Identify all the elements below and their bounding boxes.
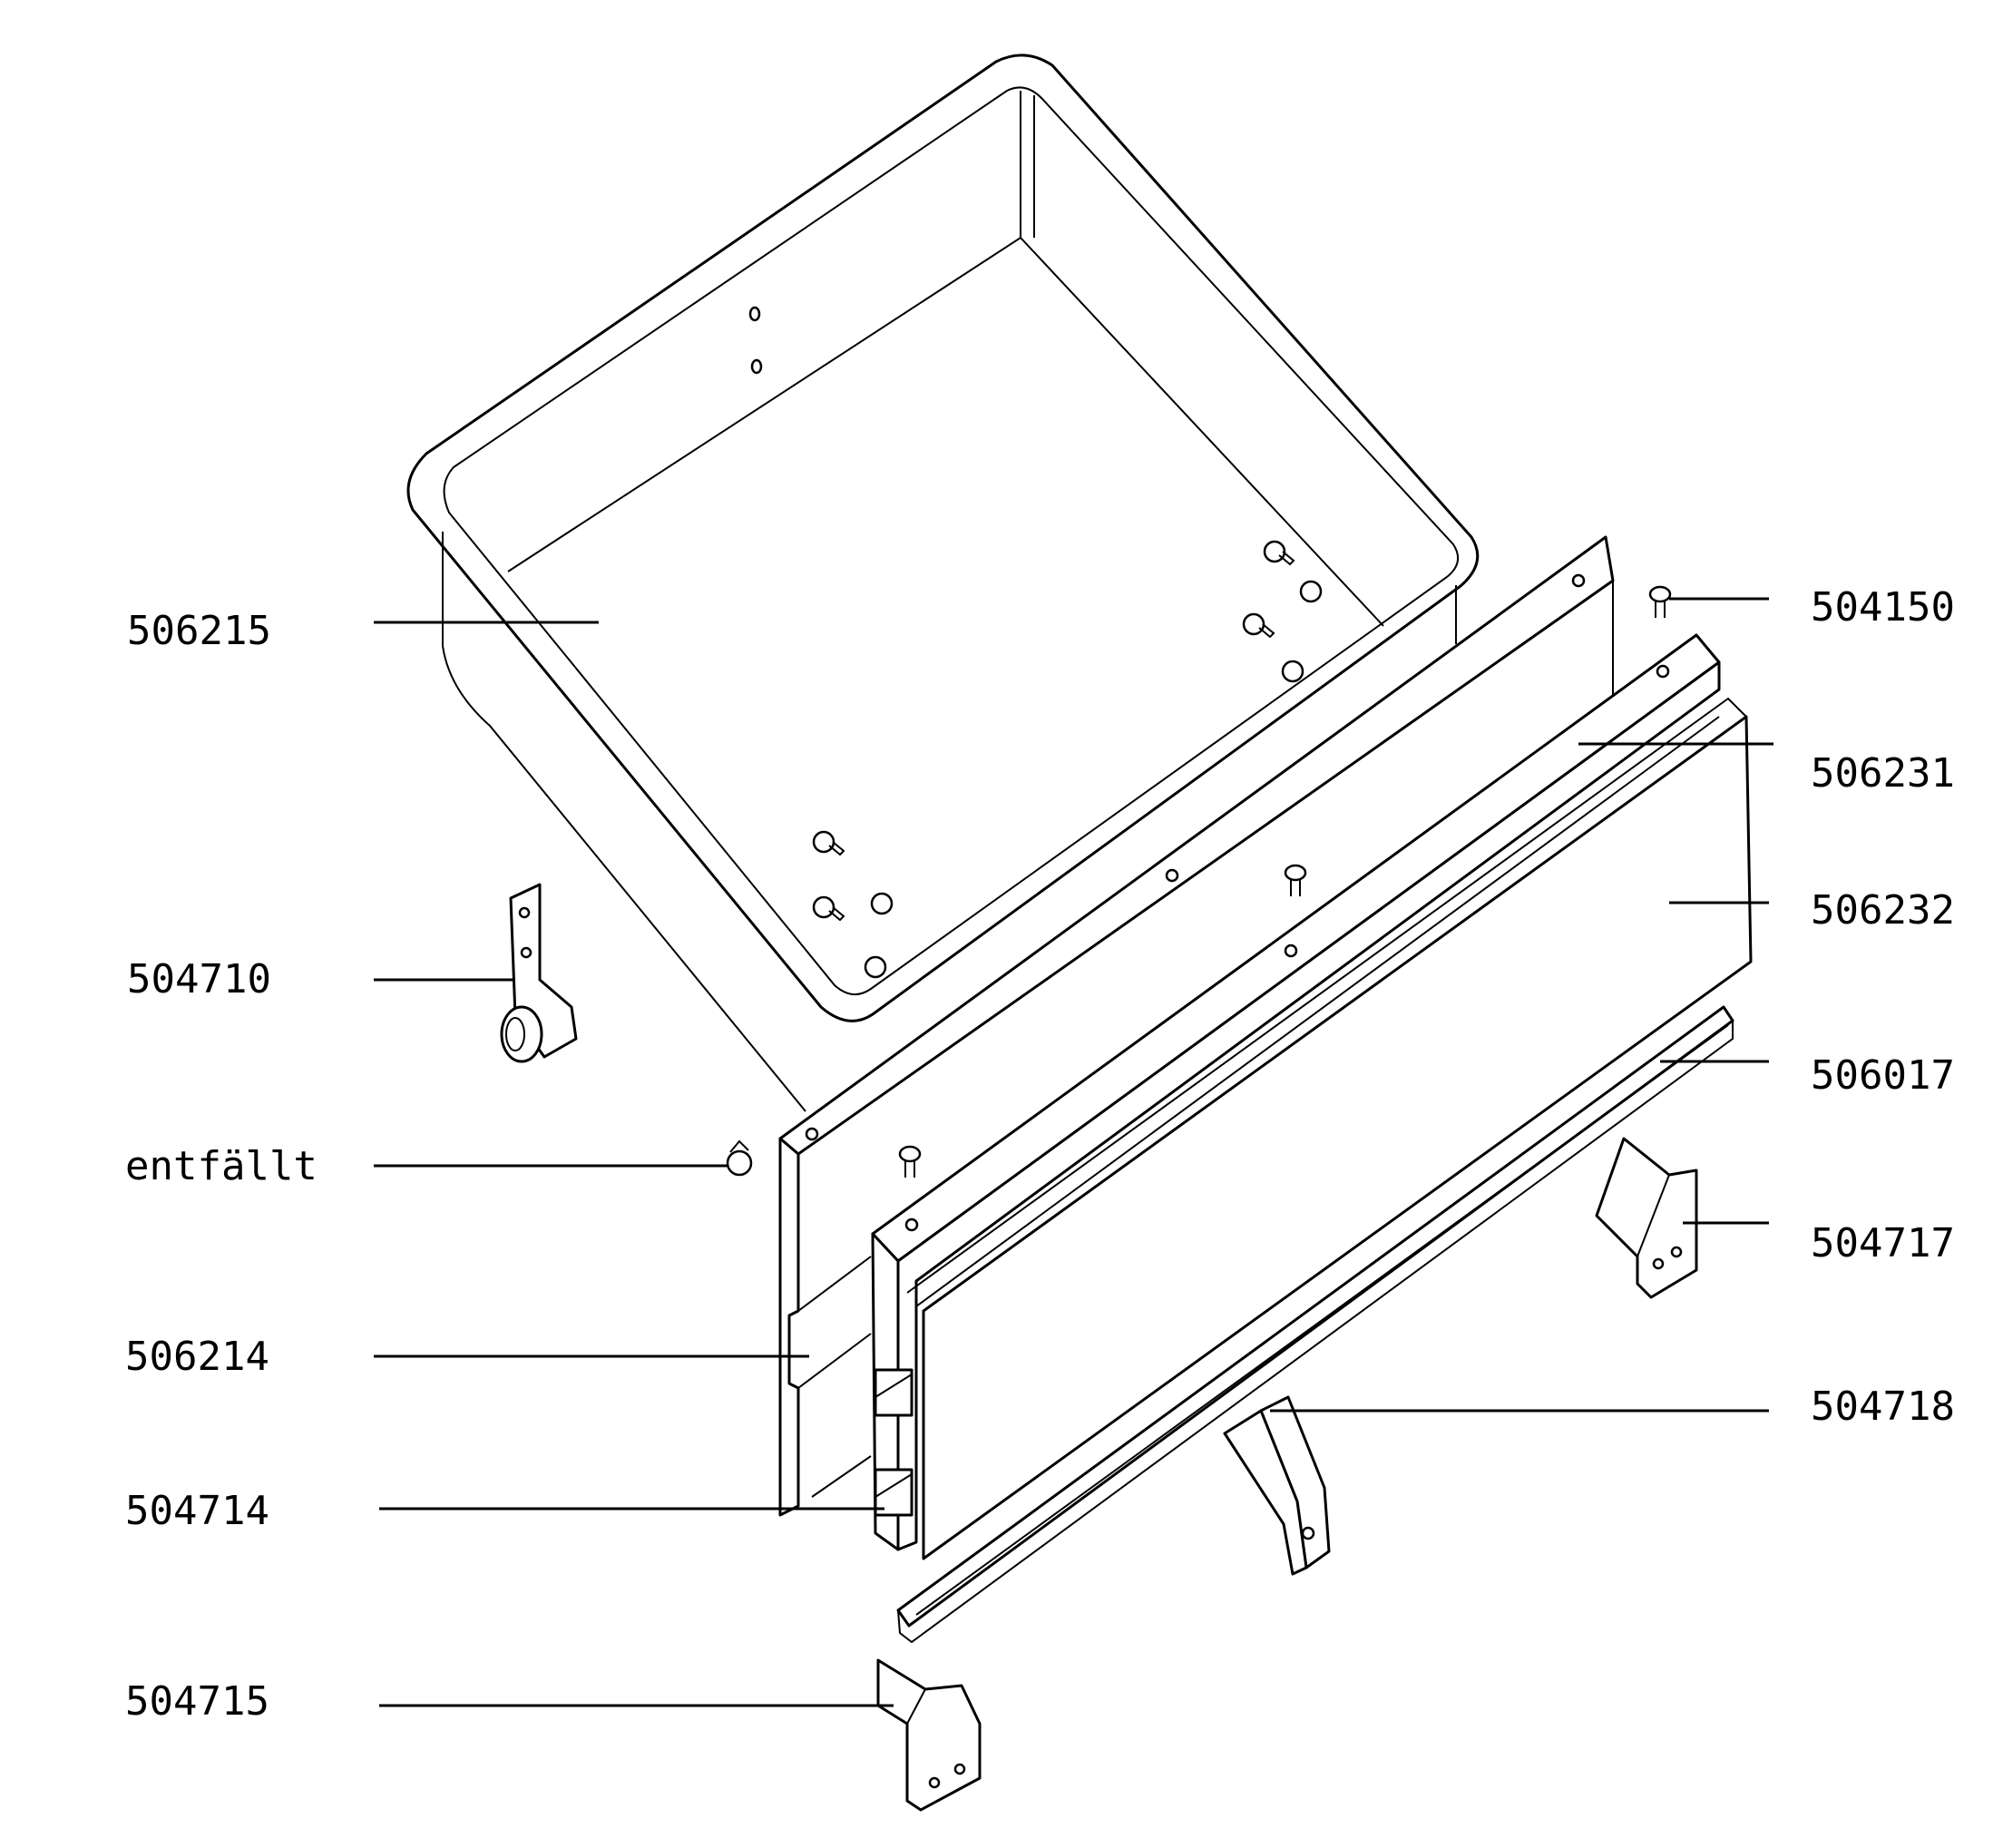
part-number-506215: 506215: [127, 608, 271, 654]
part-label-entfaellt: entfällt: [125, 1143, 318, 1189]
part-number-504717: 504717: [1811, 1220, 1955, 1266]
part-number-504710: 504710: [127, 956, 271, 1002]
screw-icon: [812, 830, 894, 979]
bracket-504715: [876, 1658, 982, 1812]
bracket-504717: [1595, 1137, 1698, 1299]
part-number-506017: 506017: [1811, 1052, 1955, 1099]
drawer-tub-506215: [406, 54, 1480, 1112]
part-number-504718: 504718: [1811, 1384, 1955, 1430]
front-frame-506231: [871, 633, 1721, 1551]
screw-icon: [1242, 540, 1323, 683]
cap-icon-504150: [1648, 585, 1672, 618]
caster-504710: [500, 883, 578, 1063]
omitted-rivet-icon: [726, 1139, 753, 1177]
part-number-504150: 504150: [1811, 584, 1955, 631]
leader-lines: [374, 597, 1773, 1707]
part-number-506231: 506231: [1811, 750, 1955, 797]
rivet-icon: [898, 864, 1307, 1178]
part-number-506232: 506232: [1811, 887, 1955, 934]
part-number-504714: 504714: [125, 1488, 269, 1534]
part-number-504715: 504715: [125, 1678, 269, 1725]
bracket-504718: [1223, 1395, 1331, 1576]
front-panel-506232: [906, 697, 1753, 1560]
part-number-506214: 506214: [125, 1334, 269, 1380]
rear-panel-506214: [778, 535, 1615, 1517]
rail-506017: [896, 1005, 1734, 1644]
